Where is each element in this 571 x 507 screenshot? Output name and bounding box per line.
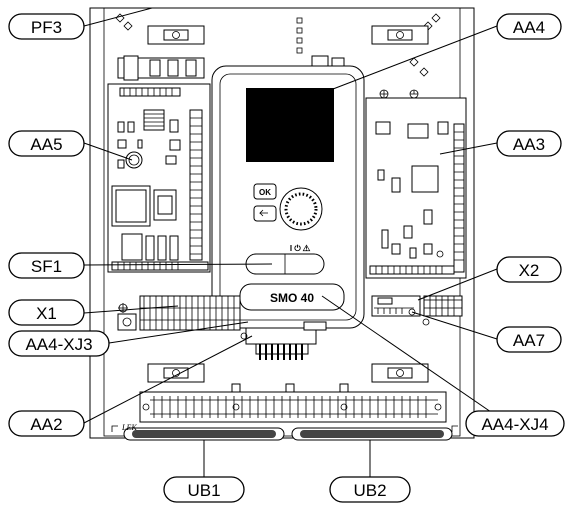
callout-aa4-xj3-label: AA4-XJ3 xyxy=(25,335,92,354)
callout-aa4-xj4: AA4-XJ4 xyxy=(465,410,565,437)
top-right-clamp xyxy=(371,25,429,45)
callout-x1: X1 xyxy=(8,299,85,326)
callout-aa5-label: AA5 xyxy=(30,135,62,154)
back-button xyxy=(253,205,277,222)
cable-gland-ub1 xyxy=(123,427,285,441)
callout-pf3-label: PF3 xyxy=(31,18,62,37)
leader-lines xyxy=(83,7,508,477)
top-left-clamp xyxy=(147,25,205,45)
ok-button-label: OK xyxy=(259,188,271,197)
callout-aa2-label: AA2 xyxy=(30,415,62,434)
terminal-strip-x1 xyxy=(117,295,241,331)
callout-aa3: AA3 xyxy=(496,130,562,157)
cable-gland-ub2 xyxy=(291,427,453,441)
earth-bar xyxy=(139,383,447,423)
callout-ub1: UB1 xyxy=(163,476,245,503)
callout-sf1: SF1 xyxy=(8,252,85,279)
callout-ub2: UB2 xyxy=(329,476,411,503)
bottom-right-clamp xyxy=(371,363,429,383)
callout-aa5: AA5 xyxy=(8,130,85,157)
callout-ub1-label: UB1 xyxy=(187,481,220,500)
back-arrow-icon xyxy=(259,209,268,217)
callout-x2: X2 xyxy=(496,256,562,283)
callout-x2-label: X2 xyxy=(519,261,540,280)
ok-button xyxy=(253,183,277,200)
callout-ub2-label: UB2 xyxy=(353,481,386,500)
display-screen xyxy=(246,88,334,162)
callout-aa4-xj4-label: AA4-XJ4 xyxy=(481,415,548,434)
callout-x1-label: X1 xyxy=(36,304,57,323)
connector-dots xyxy=(296,17,303,54)
connector-aa2 xyxy=(240,321,327,360)
callout-aa2: AA2 xyxy=(8,410,85,437)
brand-logo: LEK xyxy=(121,423,137,432)
callout-aa7-label: AA7 xyxy=(513,331,545,350)
callout-aa7: AA7 xyxy=(496,326,562,353)
display-unit-aa4: OK I ⏻ ⚠ SMO 40 xyxy=(211,65,365,329)
terminal-strip-x2 xyxy=(423,295,463,317)
switch-marks: I ⏻ ⚠ xyxy=(290,244,311,253)
board-aa5 xyxy=(107,83,211,273)
bottom-left-clamp xyxy=(147,363,205,383)
callout-aa4-label: AA4 xyxy=(513,18,545,37)
board-aa7 xyxy=(371,295,430,326)
model-label: SMO 40 xyxy=(270,291,314,305)
callout-sf1-label: SF1 xyxy=(31,257,62,276)
callout-aa3-label: AA3 xyxy=(513,135,545,154)
callout-aa4-xj3: AA4-XJ3 xyxy=(8,330,110,357)
callout-pf3: PF3 xyxy=(8,13,85,40)
top-terminal-block xyxy=(117,55,345,81)
board-aa3 xyxy=(365,89,467,279)
callout-aa4: AA4 xyxy=(496,13,562,40)
